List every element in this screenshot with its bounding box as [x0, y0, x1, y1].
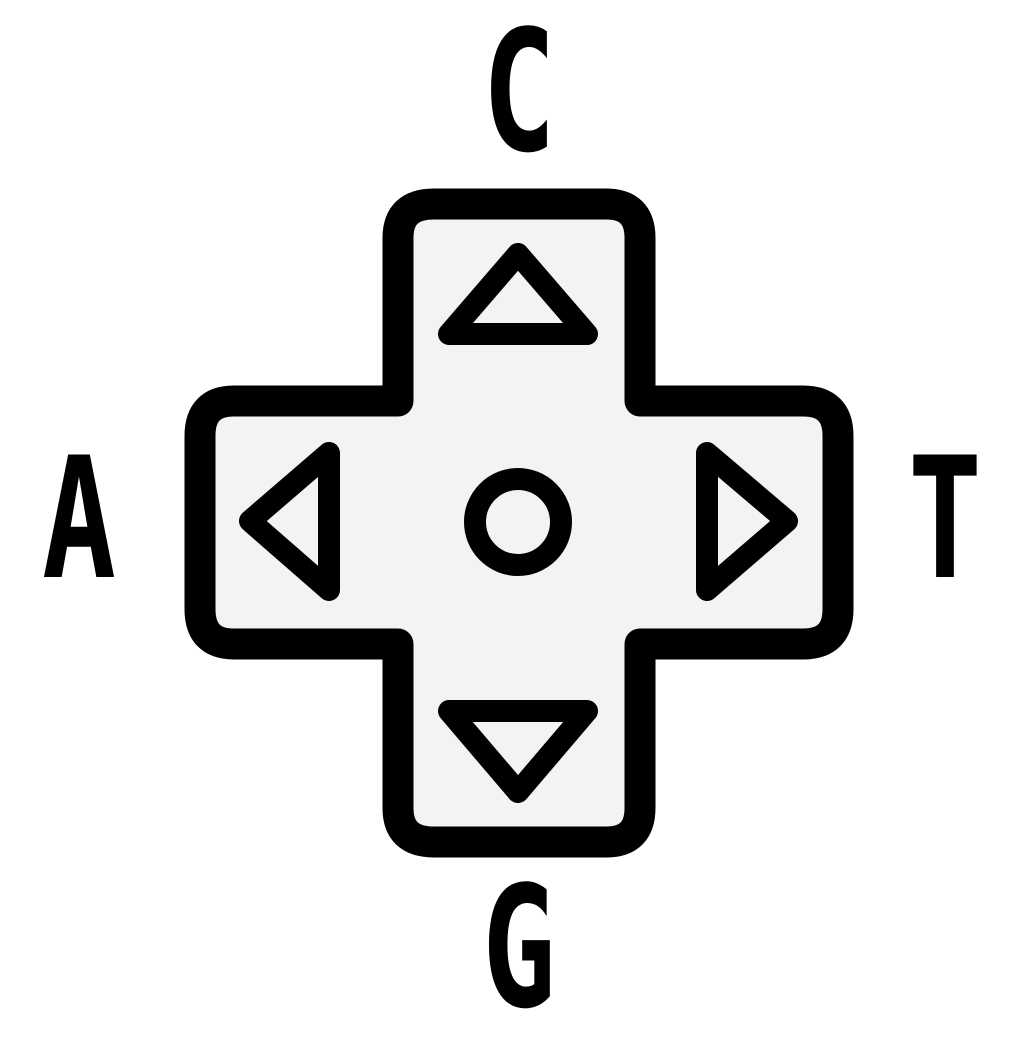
dpad-icon: [184, 188, 854, 858]
label-left: A: [42, 421, 116, 617]
label-right: T: [908, 421, 982, 617]
up-arrow-icon[interactable]: [438, 243, 598, 345]
down-arrow-icon[interactable]: [438, 700, 598, 803]
label-top: C: [482, 0, 556, 190]
right-arrow-icon[interactable]: [696, 442, 798, 601]
label-bottom: G: [482, 850, 556, 1045]
left-arrow-icon[interactable]: [239, 442, 340, 601]
center-button-icon[interactable]: [464, 468, 572, 576]
